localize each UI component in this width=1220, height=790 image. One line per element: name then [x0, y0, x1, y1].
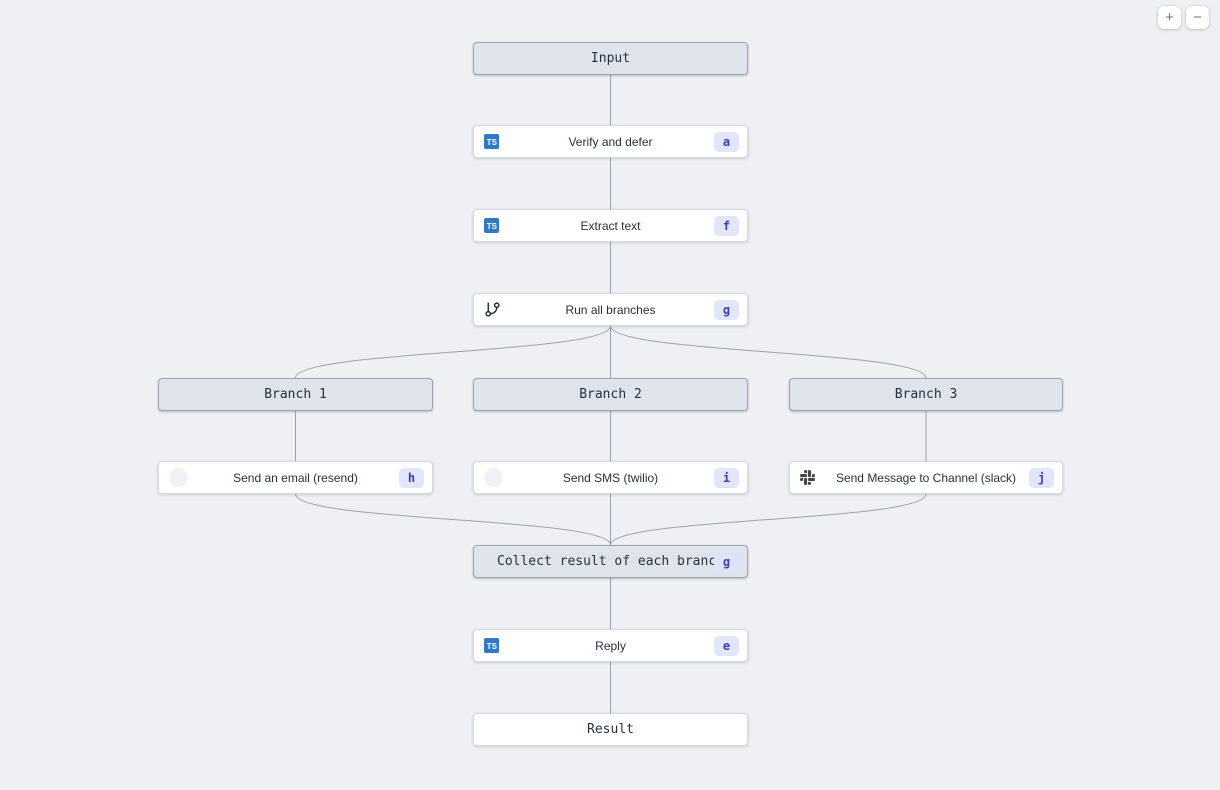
node-verify-and-defer[interactable]: TS Verify and defer a [473, 125, 748, 158]
git-branch-icon [484, 301, 501, 318]
shortcut-badge: g [714, 551, 739, 572]
node-extract-label: Extract text [580, 218, 641, 233]
twilio-icon [484, 468, 503, 487]
node-branch-3[interactable]: Branch 3 [789, 378, 1063, 411]
reply-label: Reply [595, 638, 626, 653]
resend-icon [169, 468, 188, 487]
node-send-sms-twilio[interactable]: Send SMS (twilio) i [473, 461, 748, 494]
send-sms-label: Send SMS (twilio) [562, 470, 659, 485]
collect-result-label: Collect result of each branch [497, 554, 724, 569]
typescript-icon: TS [484, 134, 499, 149]
branch-1-label: Branch 1 [264, 387, 327, 402]
node-send-message-slack[interactable]: Send Message to Channel (slack) j [789, 461, 1063, 494]
shortcut-badge: j [1029, 467, 1054, 488]
zoom-controls: + − [1158, 6, 1209, 29]
node-branch-2[interactable]: Branch 2 [473, 378, 748, 411]
node-input-label: Input [590, 51, 631, 66]
shortcut-badge: a [714, 131, 739, 152]
shortcut-badge: e [714, 635, 739, 656]
node-reply[interactable]: TS Reply e [473, 629, 748, 662]
zoom-in-button[interactable]: + [1158, 6, 1181, 29]
branch-3-label: Branch 3 [894, 387, 958, 402]
node-branch-1[interactable]: Branch 1 [158, 378, 433, 411]
node-collect-result[interactable]: Collect result of each branch g [473, 545, 748, 578]
typescript-icon: TS [484, 218, 499, 233]
branch-2-label: Branch 2 [579, 387, 642, 402]
node-send-email-resend[interactable]: Send an email (resend) h [158, 461, 433, 494]
node-run-branches-label: Run all branches [565, 302, 656, 317]
result-label: Result [587, 722, 634, 737]
node-extract-text[interactable]: TS Extract text f [473, 209, 748, 242]
minus-icon: − [1193, 9, 1202, 26]
typescript-icon: TS [484, 638, 499, 653]
shortcut-badge: g [714, 299, 739, 320]
plus-icon: + [1165, 9, 1174, 26]
shortcut-badge: f [714, 215, 739, 236]
node-input[interactable]: Input [473, 42, 748, 75]
node-run-all-branches[interactable]: Run all branches g [473, 293, 748, 326]
send-email-label: Send an email (resend) [233, 470, 358, 485]
shortcut-badge: i [714, 467, 739, 488]
zoom-out-button[interactable]: − [1186, 6, 1209, 29]
shortcut-badge: h [399, 467, 424, 488]
slack-icon [800, 470, 815, 485]
send-slack-label: Send Message to Channel (slack) [835, 470, 1017, 485]
node-result[interactable]: Result [473, 713, 748, 746]
node-verify-label: Verify and defer [568, 134, 653, 149]
